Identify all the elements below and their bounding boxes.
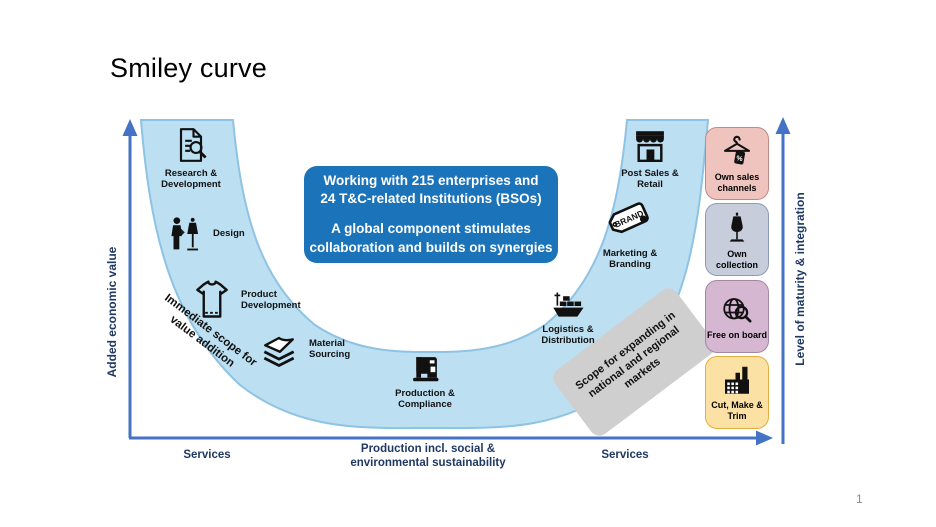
smiley-curve-band xyxy=(139,119,710,430)
stage-label: Marketing & Branding xyxy=(602,248,658,271)
stage-marketing-branding: BRAND Marketing & Branding xyxy=(592,196,668,270)
box-label: Cut, Make & Trim xyxy=(711,400,763,421)
left-axis xyxy=(122,119,138,438)
discount-percent-text: % xyxy=(736,155,744,164)
research-document-magnifier-icon xyxy=(179,128,207,162)
globe-search-icon xyxy=(723,297,752,323)
center-message-paragraph-2: A global component stimulates collaborat… xyxy=(304,220,558,257)
designer-mannequin-icon xyxy=(171,217,199,251)
stage-research-development: Research & Development xyxy=(146,124,236,190)
tshirt-icon xyxy=(196,280,228,318)
stage-post-sales-retail: Post Sales & Retail xyxy=(610,126,690,190)
sewing-machine-icon xyxy=(413,357,439,382)
page-number: 1 xyxy=(856,492,863,506)
stage-product-development: Product Development xyxy=(190,278,319,322)
center-message-line: A global component stimulates xyxy=(331,221,531,236)
stage-label: Post Sales & Retail xyxy=(621,168,679,191)
center-message-line: 24 T&C-related Institutions (BSOs) xyxy=(320,191,542,207)
box-own-collection: Own collection xyxy=(705,203,769,276)
brand-tag-icon: BRAND xyxy=(608,202,649,234)
stage-label: Product Development xyxy=(241,288,301,311)
slide-title: Smiley curve xyxy=(110,53,267,83)
factory-icon xyxy=(725,367,749,395)
box-free-on-board: Free on board xyxy=(705,280,769,353)
cargo-ship-icon xyxy=(553,292,584,317)
center-message-box: Working with 215 enterprises and 24 T&C-… xyxy=(304,166,558,263)
bottom-axis xyxy=(129,430,773,446)
stage-logistics-distribution: Logistics & Distribution xyxy=(526,286,610,346)
box-cut-make-trim: Cut, Make & Trim xyxy=(705,356,769,429)
box-label: Own sales channels xyxy=(714,172,760,193)
right-axis xyxy=(775,117,791,444)
center-message-paragraph-1: Working with 215 enterprises and 24 T&C-… xyxy=(304,172,558,209)
center-message-line: Working with 215 enterprises and xyxy=(323,172,539,188)
fabric-layers-icon xyxy=(263,336,295,367)
stage-material-sourcing: Material Sourcing xyxy=(256,327,369,371)
box-own-sales-channels: % Own sales channels xyxy=(705,127,769,200)
left-axis-label: Added economic value xyxy=(105,246,119,378)
stage-label: Design xyxy=(213,228,245,240)
center-message-line: collaboration and builds on synergies xyxy=(309,239,553,255)
mannequin-icon xyxy=(729,213,745,243)
box-label: Own collection xyxy=(715,249,758,270)
stage-label: Logistics & Distribution xyxy=(541,324,595,347)
stage-production-compliance: Production & Compliance xyxy=(382,352,468,410)
right-axis-label: Level of maturity & integration xyxy=(793,192,807,366)
bottom-label-services-right: Services xyxy=(601,449,649,461)
stage-label: Research & Development xyxy=(161,168,221,191)
storefront-icon xyxy=(636,131,664,162)
stage-label: Material Sourcing xyxy=(309,337,351,360)
stage-design: Design xyxy=(166,211,245,257)
bottom-label-services-left: Services xyxy=(183,449,231,461)
stage-label: Production & Compliance xyxy=(395,388,455,411)
bottom-label-production: Production incl. social & environmental … xyxy=(350,443,506,470)
hanger-discount-icon: % xyxy=(723,136,751,165)
box-label: Free on board xyxy=(706,329,767,340)
